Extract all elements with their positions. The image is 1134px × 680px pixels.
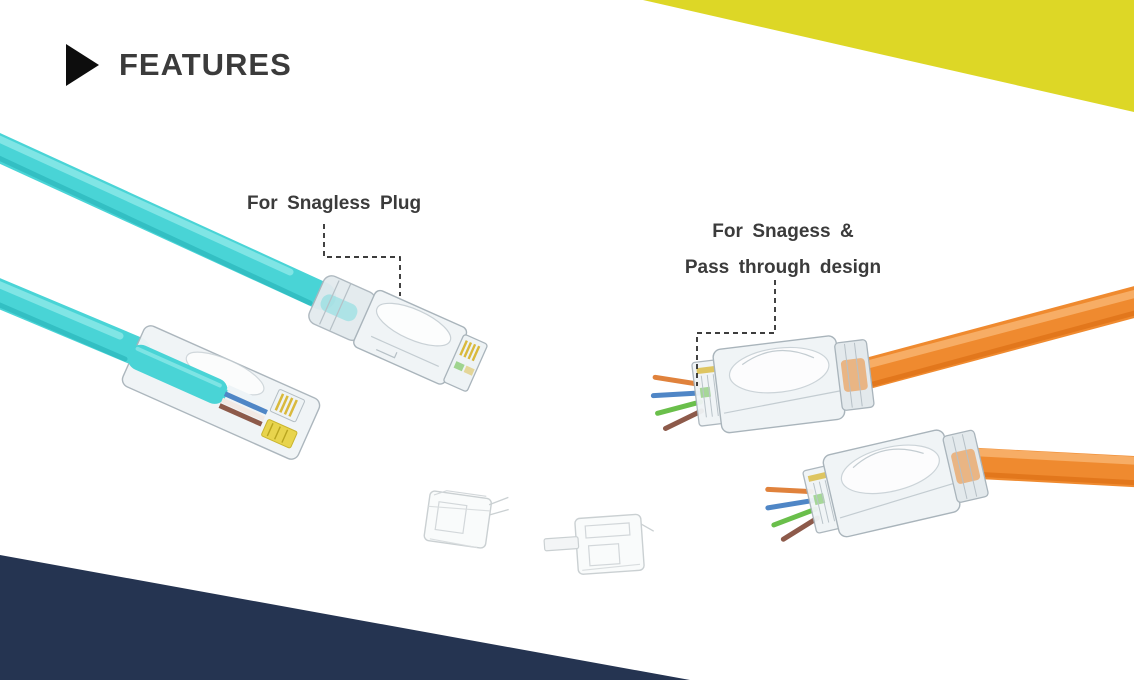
passthrough-label-line1: For Snagess & xyxy=(712,221,854,242)
passthrough-plug-upper xyxy=(650,335,875,434)
play-triangle-icon xyxy=(66,44,99,86)
open-rj45-plug xyxy=(121,325,321,460)
navy-corner-shape xyxy=(0,555,690,680)
snagless-plug xyxy=(308,275,488,392)
passthrough-label-line2: Pass through design xyxy=(684,257,882,278)
passthrough-label: For Snagess & Pass through design xyxy=(683,214,883,286)
snagless-plug-label: For Snagless Plug xyxy=(247,193,422,214)
orange-cable-lower xyxy=(954,447,1134,488)
page-title: FEATURES xyxy=(119,47,292,82)
cyan-cable-lower xyxy=(0,278,151,366)
yellow-corner-shape xyxy=(643,0,1134,112)
passthrough-plug-lower xyxy=(765,429,989,542)
orange-cable-upper xyxy=(842,286,1134,392)
passthrough-callout-line xyxy=(696,280,776,386)
clear-insert-right xyxy=(543,513,655,575)
clear-insert-left xyxy=(423,490,509,549)
heading: FEATURES xyxy=(66,44,292,86)
snagless-callout-line xyxy=(323,224,401,296)
cyan-cable-upper xyxy=(0,133,336,310)
